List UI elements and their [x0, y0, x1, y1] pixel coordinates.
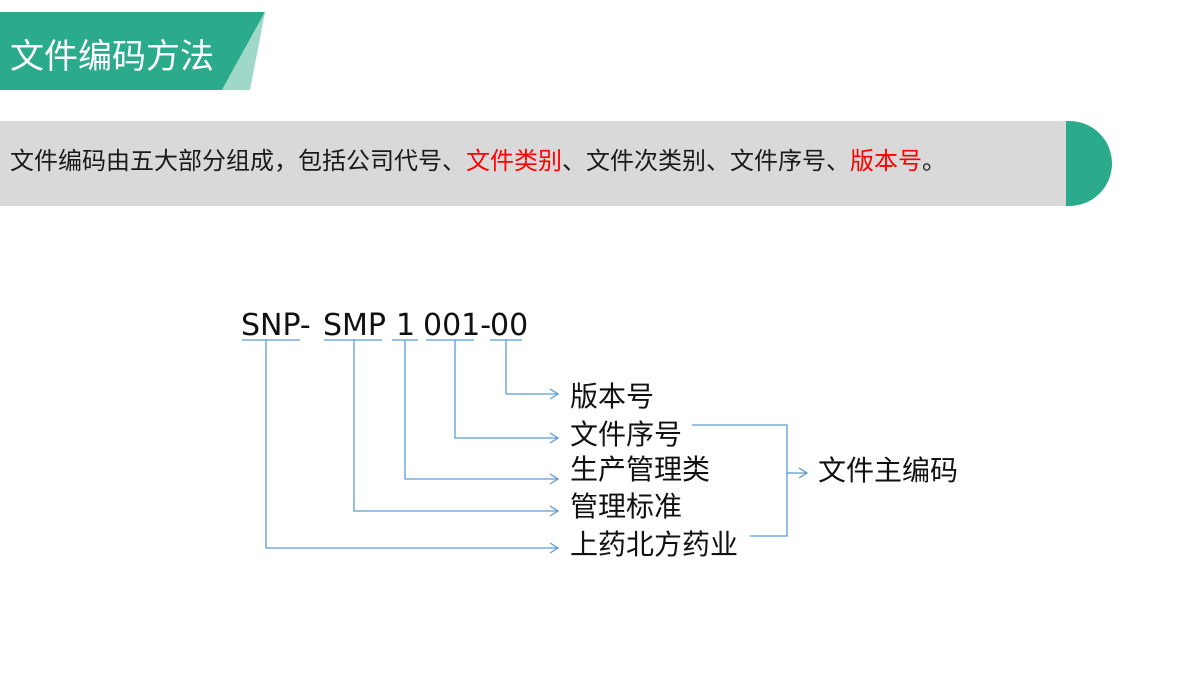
code-segment-serial: 001-: [423, 308, 492, 343]
page-title: 文件编码方法: [10, 37, 214, 77]
code-segment-version: 00: [490, 308, 529, 343]
code-segment-standard: SMP: [323, 308, 387, 343]
connector-company: [265, 340, 557, 549]
intro-bar: [0, 121, 1068, 206]
title-banner-shape: [0, 12, 265, 90]
intro-highlight-category: 文件类别: [466, 147, 562, 175]
code-segment-company: SNP-: [241, 308, 311, 343]
label-version: 版本号: [570, 380, 655, 413]
connector-standard: [353, 340, 557, 512]
connector-category: [404, 340, 557, 480]
arrowhead-main-code: [798, 467, 809, 479]
title-banner: 文件编码方法: [0, 12, 268, 90]
label-standard: 管理标准: [570, 490, 683, 523]
intro-highlight-version: 版本号: [850, 147, 922, 175]
connector-version: [505, 340, 557, 395]
label-main-code: 文件主编码: [818, 454, 959, 487]
arrowhead-version: [549, 388, 560, 400]
arrowhead-company: [549, 542, 560, 554]
label-serial: 文件序号: [570, 418, 683, 451]
code-segment-category: 1: [396, 308, 416, 343]
connector-serial: [454, 340, 557, 439]
label-company: 上药北方药业: [570, 528, 739, 561]
arrowhead-serial: [549, 432, 560, 444]
main-code-bracket: [692, 424, 788, 537]
intro-text-part2: 、文件次类别、文件序号、: [562, 147, 850, 175]
intro-text-part3: 。: [922, 147, 946, 175]
intro-text: 文件编码由五大部分组成，包括公司代号、文件类别、文件次类别、文件序号、版本号。: [10, 145, 946, 177]
intro-text-part1: 文件编码由五大部分组成，包括公司代号、: [10, 147, 466, 175]
label-category: 生产管理类: [570, 453, 711, 486]
arrowhead-standard: [549, 505, 560, 517]
arrowhead-category: [549, 473, 560, 485]
